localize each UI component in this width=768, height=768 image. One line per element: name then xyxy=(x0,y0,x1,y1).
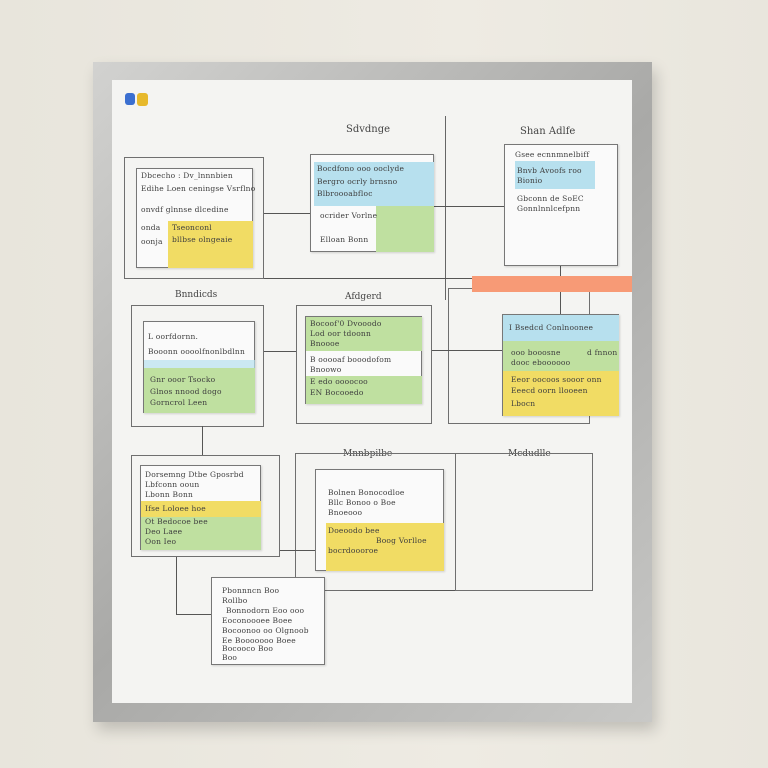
sticky-card-c: Gsee ecnnmnelbiff Bnvb Avoofs roo Bionio… xyxy=(504,144,618,266)
card-text: onvdf glnnse dlcedine xyxy=(141,205,229,214)
card-text: Gsee ecnnmnelbiff xyxy=(515,150,590,159)
sticky-card-g: Dorsemng Dtbe Gposrbd Lbfconn ooun Lbonn… xyxy=(140,465,261,550)
card-text: Gbconn de SoEC xyxy=(517,194,584,203)
card-text: Bocoonoo oo Olgnoob xyxy=(222,626,309,635)
card-text: Dorsemng Dtbe Gposrbd xyxy=(145,470,244,479)
card-text: E edo oooocoo xyxy=(310,377,368,386)
card-text: Bocooco Boo xyxy=(222,644,274,653)
connector-line xyxy=(350,590,455,591)
diagram-box xyxy=(124,157,264,279)
section-label: Mcdudlle xyxy=(508,449,551,459)
card-text: L oorfdornn. xyxy=(148,332,199,341)
diagram-box xyxy=(131,305,264,427)
card-text: Lbocn xyxy=(511,399,536,408)
card-text: Ifse Loloee hoe xyxy=(145,504,206,513)
card-text: onda xyxy=(141,223,161,232)
card-text: Boo xyxy=(222,653,238,662)
card-text: B ooooaf booodofom xyxy=(310,355,392,364)
card-text: Bnoooe xyxy=(310,339,340,348)
card-text: Bocdfono ooo ooclyde xyxy=(317,164,405,173)
card-text: Pbonnncn Boo xyxy=(222,586,280,595)
connector-line xyxy=(280,550,315,551)
card-text: Bnoowo xyxy=(310,365,342,374)
sticky-card-a: Dbcecho : Dv_lnnnbien Edihe Loen cenings… xyxy=(136,168,256,268)
card-text: Tseonconl xyxy=(172,223,212,232)
diagram-box xyxy=(131,455,280,557)
section-label: Sdvdnge xyxy=(346,124,391,135)
diagram-box xyxy=(296,305,432,424)
card-text: dooc eboooooo xyxy=(511,358,571,367)
section-label: Mnnbpilbe xyxy=(343,449,393,459)
card-text: Booonn oooolfnonlbdlnn xyxy=(148,347,245,356)
card-text: EN Bocooedo xyxy=(310,388,364,397)
card-text: bocrdoooroe xyxy=(328,546,379,555)
section-label: Shan Adlfe xyxy=(520,126,576,137)
card-text: Oon Ieo xyxy=(145,537,177,546)
card-text: Bnvb Avoofs roo xyxy=(517,166,582,175)
sticky-card-e: Bocoof'0 Dvooodo Lod oor tdoonn Bnoooe B… xyxy=(305,316,422,404)
card-text: Bionio xyxy=(517,176,543,185)
card-text: Bnoeooo xyxy=(328,508,363,517)
card-text: Ee Booooooo Boee xyxy=(222,636,296,645)
card-text: I Bsedcd Conlnoonee xyxy=(509,323,594,332)
diagram-box xyxy=(455,453,593,591)
section-label: Bnndicds xyxy=(175,290,218,300)
card-text: Glnos nnood dogo xyxy=(150,387,222,396)
card-text: Eeecd oorn llooeen xyxy=(511,386,588,395)
card-text: Dbcecho : Dv_lnnnbien xyxy=(141,171,233,180)
card-text: Eeor oocoos sooor onn xyxy=(511,375,602,384)
card-text: Lod oor tdoonn xyxy=(310,329,371,338)
card-text: Bllc Bonoo o Boe xyxy=(328,498,396,507)
card-text: Eoconoooee Boee xyxy=(222,616,293,625)
card-text: Doeoodo bee xyxy=(328,526,380,535)
card-text: bllbse olngeaie xyxy=(172,235,233,244)
card-text: oonja xyxy=(141,237,163,246)
card-text: Gnr ooor Tsocko xyxy=(150,375,216,384)
card-text: Rollbo xyxy=(222,596,248,605)
card-text: ocrider Vorlne xyxy=(320,211,378,220)
section-label: Afdgerd xyxy=(345,292,382,302)
sticky-card-b: Bocdfono ooo ooclyde Bergro ocrly brnsno… xyxy=(310,154,434,252)
connector-line xyxy=(434,206,504,207)
magnet-yellow xyxy=(137,93,148,106)
card-text: Bolnen Bonocodloe xyxy=(328,488,405,497)
card-text: Ot Bedocoe bee xyxy=(145,517,208,526)
card-text: Deo Laee xyxy=(145,527,183,536)
connector-line xyxy=(264,213,310,214)
card-text: Boog Vorlloe xyxy=(376,536,427,545)
card-text: Lbfconn ooun xyxy=(145,480,200,489)
connector-line xyxy=(264,278,472,279)
sticky-card-d: L oorfdornn. Booonn oooolfnonlbdlnn Gnr … xyxy=(143,321,255,413)
card-text: Edihe Loen ceningse Vsrflno xyxy=(141,184,256,193)
connector-line xyxy=(264,351,296,352)
connector-line xyxy=(176,557,177,614)
orange-sticky-strip xyxy=(472,276,632,292)
card-text: Blbroooabfloc xyxy=(317,189,373,198)
sticky-card-i: Pbonnncn Boo Rollbo Bonnodorn Eoo ooo Eo… xyxy=(211,577,325,665)
card-text: Bocoof'0 Dvooodo xyxy=(310,319,382,328)
card-text: Lbonn Bonn xyxy=(145,490,194,499)
card-text: d fnnon xyxy=(587,348,618,357)
connector-line xyxy=(432,350,502,351)
connector-line xyxy=(176,614,211,615)
card-text: Gonnlnnlcefpnn xyxy=(517,204,581,213)
magnet-blue xyxy=(125,93,135,105)
divider-line xyxy=(445,116,446,300)
card-text: Elloan Bonn xyxy=(320,235,369,244)
connector-line xyxy=(202,426,203,455)
sticky-card-h: Bolnen Bonocodloe Bllc Bonoo o Boe Bnoeo… xyxy=(315,469,444,571)
card-text: Bergro ocrly brnsno xyxy=(317,177,398,186)
sticky-card-f: I Bsedcd Conlnoonee ooo booosne d fnnon … xyxy=(502,314,619,416)
card-text: Bonnodorn Eoo ooo xyxy=(226,606,305,615)
card-text: ooo booosne xyxy=(511,348,561,357)
card-text: Gorncrol Leen xyxy=(150,398,208,407)
